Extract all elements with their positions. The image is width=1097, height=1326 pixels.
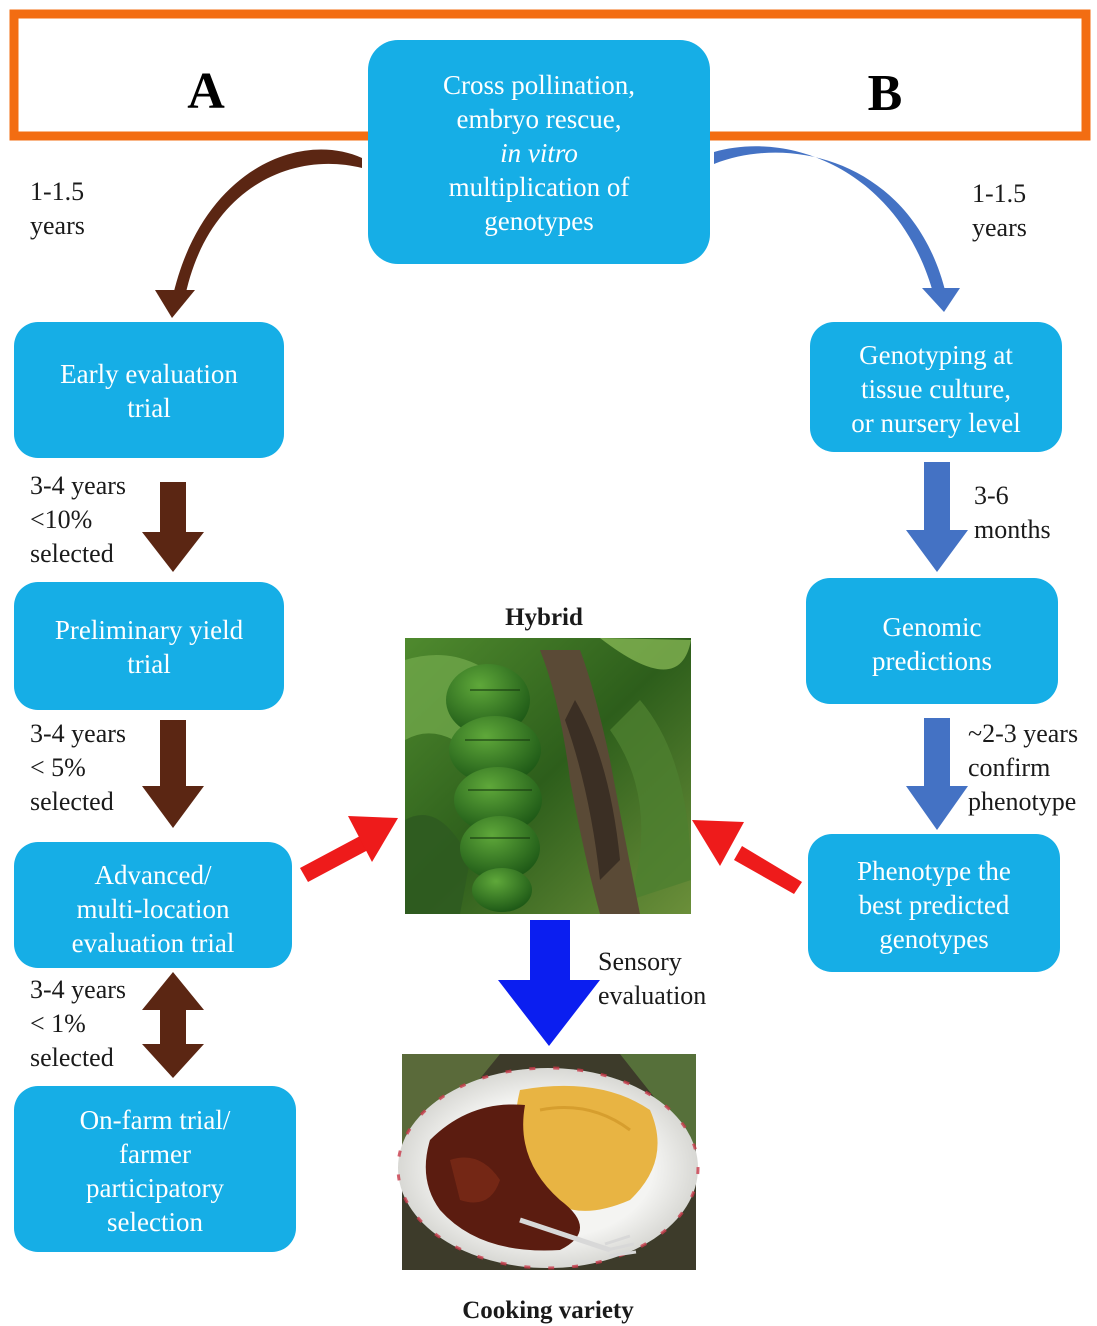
label-a: A <box>187 63 225 120</box>
path-a-duration-2: years <box>30 211 85 240</box>
path-a-box-early-evaluation: Early evaluation trial <box>14 322 284 458</box>
cooked-dish-photo <box>396 1054 700 1270</box>
path-b-duration-2: years <box>972 213 1027 242</box>
center-box-line5: genotypes <box>484 206 593 236</box>
path-b-box1-line2: tissue culture, <box>861 374 1011 404</box>
center-box-line3: in vitro <box>500 138 578 168</box>
path-a-step1-selected: selected <box>30 539 114 568</box>
path-a-step3-rate: < 1% <box>30 1009 86 1038</box>
path-a-box1-line1: Early evaluation <box>60 359 238 389</box>
cooking-caption: Cooking variety <box>462 1297 634 1324</box>
path-a-step3-time: 3-4 years <box>30 975 126 1004</box>
path-b-duration-1: 1-1.5 <box>972 179 1026 208</box>
path-b-box1-line3: or nursery level <box>851 408 1020 438</box>
path-a-arrow-3-double <box>142 972 204 1078</box>
path-b-box2-line2: predictions <box>872 646 992 676</box>
hybrid-caption: Hybrid <box>505 604 583 631</box>
curved-arrow-a-head <box>155 290 195 318</box>
path-a-step3-selected: selected <box>30 1043 114 1072</box>
path-a-box3-line2: multi-location <box>77 894 230 924</box>
path-a-box3-line1: Advanced/ <box>95 860 212 890</box>
path-a-arrow-2 <box>142 720 204 828</box>
path-b-box3-line1: Phenotype the <box>857 856 1011 886</box>
path-a-box2-line2: trial <box>127 649 170 679</box>
path-b-step2-time: ~2-3 years <box>968 719 1078 748</box>
path-a-box2-line1: Preliminary yield <box>55 615 244 645</box>
path-b-box-genomic-predictions: Genomic predictions <box>806 578 1058 704</box>
center-box: Cross pollination, embryo rescue, in vit… <box>368 40 710 264</box>
path-a-box-preliminary-yield: Preliminary yield trial <box>14 582 284 710</box>
path-a-arrow-1 <box>142 482 204 572</box>
red-arrow-left <box>300 816 398 882</box>
center-box-line2: embryo rescue, <box>457 104 622 134</box>
path-b-box3-line2: best predicted <box>859 890 1010 920</box>
path-b-arrow-1 <box>906 462 968 572</box>
center-box-line4: multiplication of <box>449 172 630 202</box>
path-a-box-advanced-trial: Advanced/ multi-location evaluation tria… <box>14 842 292 968</box>
path-a-box4-line3: participatory <box>86 1173 224 1203</box>
path-a-box4-line1: On-farm trial/ <box>80 1105 231 1135</box>
center-box-line1: Cross pollination, <box>443 70 635 100</box>
path-a-box3-line3: evaluation trial <box>72 928 235 958</box>
path-b-step1-time: 3-6 <box>974 481 1009 510</box>
path-b-box1-line1: Genotyping at <box>859 340 1013 370</box>
curved-arrow-b <box>714 146 946 296</box>
sensory-line2: evaluation <box>598 981 706 1010</box>
path-a-step2-rate: < 5% <box>30 753 86 782</box>
path-a-step1-time: 3-4 years <box>30 471 126 500</box>
path-a-step2-selected: selected <box>30 787 114 816</box>
path-b-box3-line3: genotypes <box>879 924 988 954</box>
path-a-duration-1: 1-1.5 <box>30 177 84 206</box>
curved-arrow-a <box>172 149 362 302</box>
sensory-line1: Sensory <box>598 947 682 976</box>
path-b-box-phenotype: Phenotype the best predicted genotypes <box>808 834 1060 972</box>
path-a-box4-line4: selection <box>107 1207 203 1237</box>
path-b-step1-unit: months <box>974 515 1051 544</box>
red-arrow-right <box>692 820 802 894</box>
path-b-arrow-2 <box>906 718 968 830</box>
path-a-box1-line2: trial <box>127 393 170 423</box>
path-b-box-genotyping: Genotyping at tissue culture, or nursery… <box>810 322 1062 452</box>
path-b-step2-line2: confirm <box>968 753 1050 782</box>
path-b-step2-line3: phenotype <box>968 787 1076 816</box>
label-b: B <box>868 65 903 122</box>
sensory-arrow <box>498 920 600 1046</box>
path-a-box4-line2: farmer <box>119 1139 191 1169</box>
path-a-step2-time: 3-4 years <box>30 719 126 748</box>
banana-bunch-photo <box>405 638 691 914</box>
path-b-box2-line1: Genomic <box>883 612 982 642</box>
path-a-box-on-farm-trial: On-farm trial/ farmer participatory sele… <box>14 1086 296 1252</box>
path-a-step1-rate: <10% <box>30 505 92 534</box>
curved-arrow-b-head <box>922 288 960 312</box>
